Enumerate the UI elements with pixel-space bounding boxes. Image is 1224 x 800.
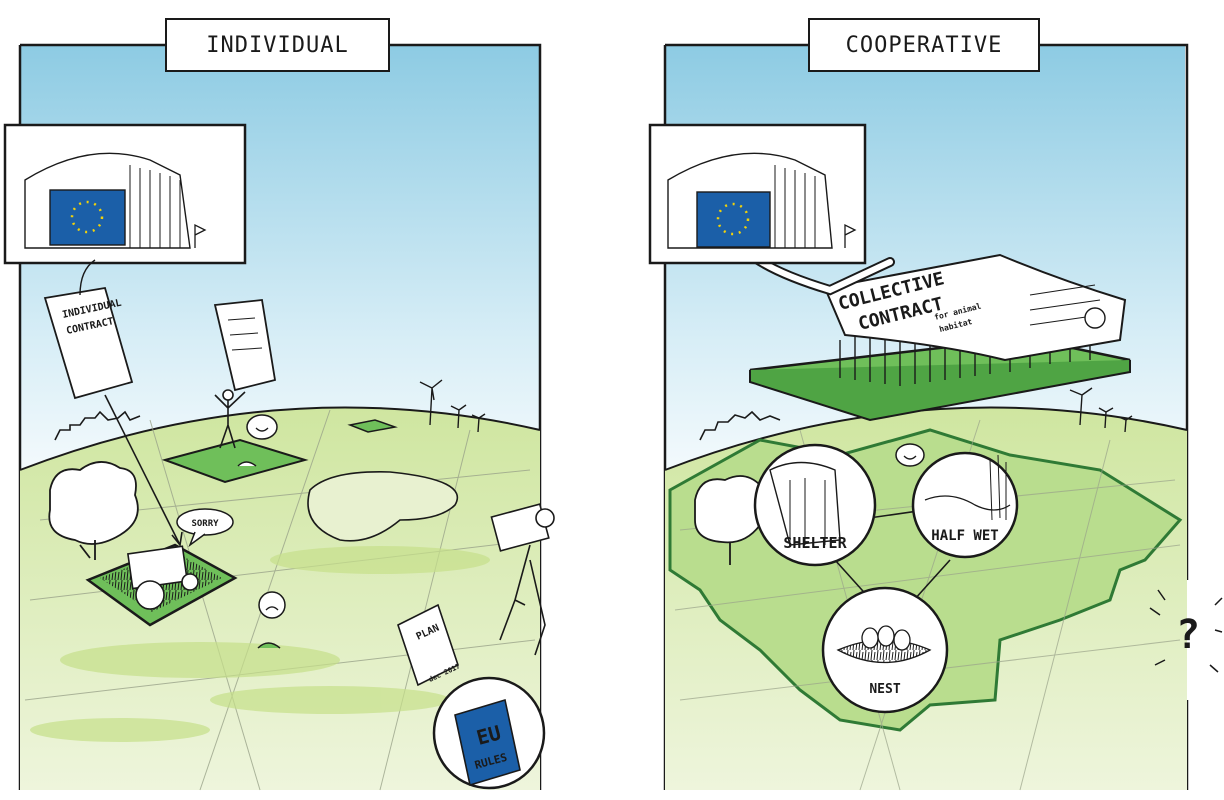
right-panel: SHELTER HALF WET NEST (648, 43, 1223, 791)
eu-flag-right (696, 191, 771, 248)
left-wind-turbines (419, 379, 486, 433)
title-individual: INDIVIDUAL (165, 18, 390, 72)
habitat-shelter: SHELTER (753, 443, 877, 567)
left-horizon (19, 406, 541, 471)
floating-platform-edge (749, 360, 1131, 422)
half-wet-label: HALF WET (931, 528, 998, 544)
field-tiny (347, 419, 398, 433)
right-happy-bird (895, 443, 925, 467)
eu-building-right (648, 123, 867, 265)
left-paint-strokes (30, 546, 490, 742)
sorry-text: SORRY (191, 519, 219, 529)
right-village (699, 410, 781, 441)
nest-label: NEST (869, 682, 900, 697)
title-cooperative: COOPERATIVE (808, 18, 1040, 72)
left-tree (48, 461, 139, 560)
shelter-label: SHELTER (783, 534, 847, 552)
sad-bird (257, 591, 286, 649)
field-small (161, 438, 309, 484)
question-mark: ? (1149, 589, 1223, 673)
field-tractor (85, 543, 238, 627)
plan-document: PLAN dec 2017 (397, 603, 461, 687)
stressed-farmer (490, 503, 555, 656)
eu-rules-callout: EU RULES (432, 676, 546, 790)
question-mark-text: ? (1176, 612, 1200, 658)
eu-flag-left (49, 189, 126, 246)
happy-bird (237, 414, 278, 467)
right-wind-turbines (1069, 387, 1133, 433)
habitat-nest: NEST (821, 586, 949, 714)
title-individual-text: INDIVIDUAL (206, 32, 349, 58)
title-cooperative-text: COOPERATIVE (845, 32, 1003, 58)
flying-contract (213, 299, 277, 392)
left-village (54, 410, 141, 441)
left-panel: SORRY (3, 43, 555, 791)
individual-contract: INDIVIDUAL CONTRACT (43, 259, 183, 547)
habitat-half-wet: HALF WET (911, 451, 1019, 559)
farmer-figure (214, 389, 246, 449)
eu-building-left (3, 123, 247, 265)
speech-bubble-sorry: SORRY (176, 508, 234, 548)
pond (307, 471, 458, 542)
